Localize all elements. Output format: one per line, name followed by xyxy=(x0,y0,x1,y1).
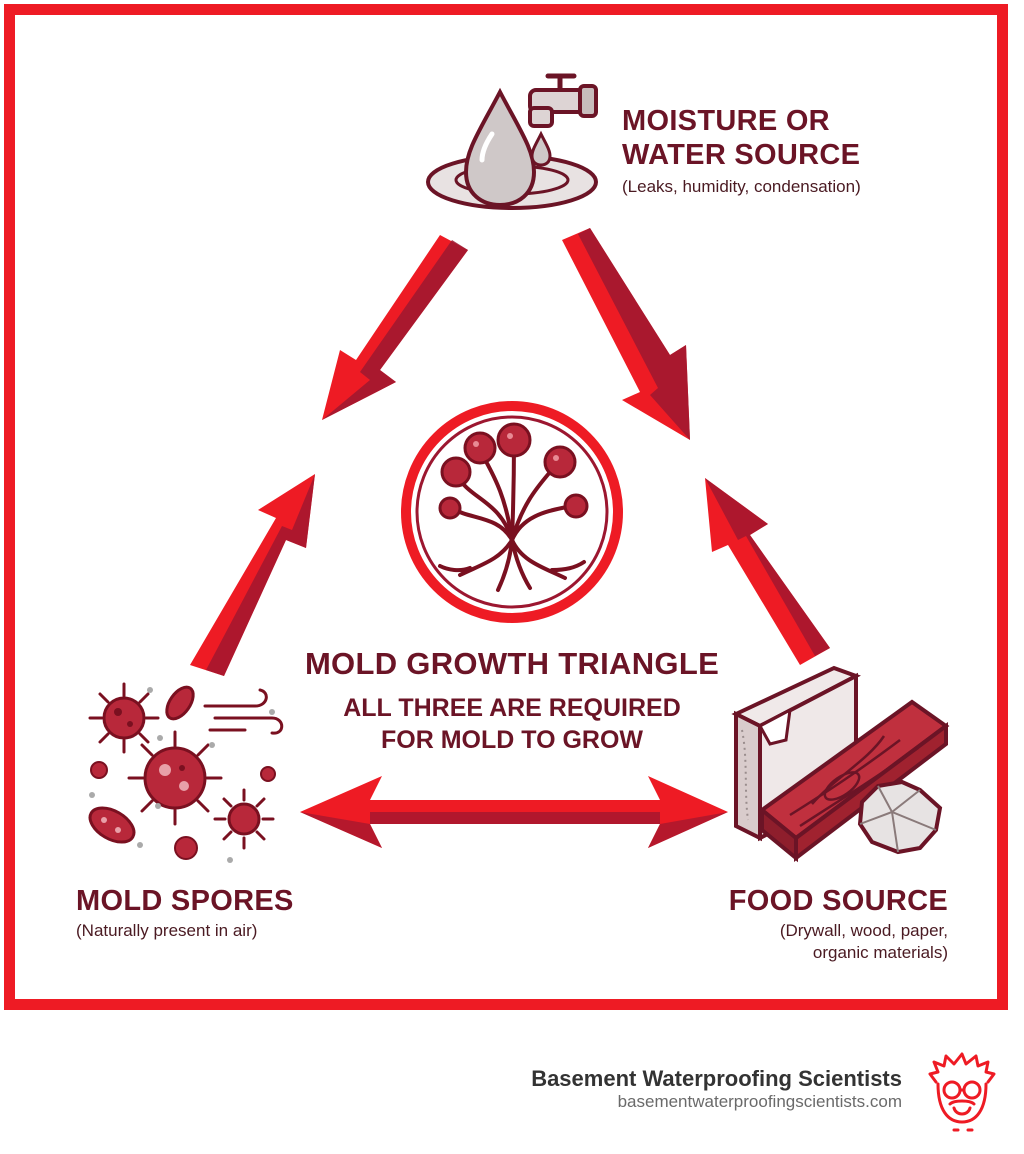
arrow-moisture-to-center-left xyxy=(322,235,468,420)
spores-subtitle: (Naturally present in air) xyxy=(76,921,258,940)
diagram-subtitle-line2: FOR MOLD TO GROW xyxy=(380,726,643,754)
mold-colony-icon xyxy=(401,401,623,623)
diagram-title: MOLD GROWTH TRIANGLE xyxy=(304,646,720,681)
food-subtitle-line2: organic materials) xyxy=(812,943,948,962)
spores-icon xyxy=(88,682,284,863)
food-title: FOOD SOURCE xyxy=(728,885,948,917)
moisture-title-line2: WATER SOURCE xyxy=(622,139,861,171)
food-subtitle-line1: (Drywall, wood, paper, xyxy=(779,921,948,940)
scientist-logo-icon xyxy=(928,1052,996,1132)
arrow-food-to-center xyxy=(705,478,830,665)
water-drop-faucet-icon xyxy=(426,73,598,210)
mold-triangle-diagram xyxy=(88,73,950,863)
brand-name: Basement Waterproofing Scientists xyxy=(531,1066,902,1091)
arrow-moisture-to-center-right xyxy=(562,228,690,440)
brand-url: basementwaterproofingscientists.com xyxy=(617,1092,902,1111)
arrow-spores-to-center xyxy=(190,474,315,676)
moisture-subtitle: (Leaks, humidity, condensation) xyxy=(622,177,861,196)
spores-title: MOLD SPORES xyxy=(76,885,294,917)
moisture-title-line1: MOISTURE OR xyxy=(622,105,830,137)
arrow-spores-food-double xyxy=(300,776,728,848)
diagram-subtitle-line1: ALL THREE ARE REQUIRED xyxy=(343,694,681,722)
drywall-wood-paper-icon xyxy=(731,665,950,863)
footer: Basement Waterproofing Scientists baseme… xyxy=(0,1030,1024,1154)
